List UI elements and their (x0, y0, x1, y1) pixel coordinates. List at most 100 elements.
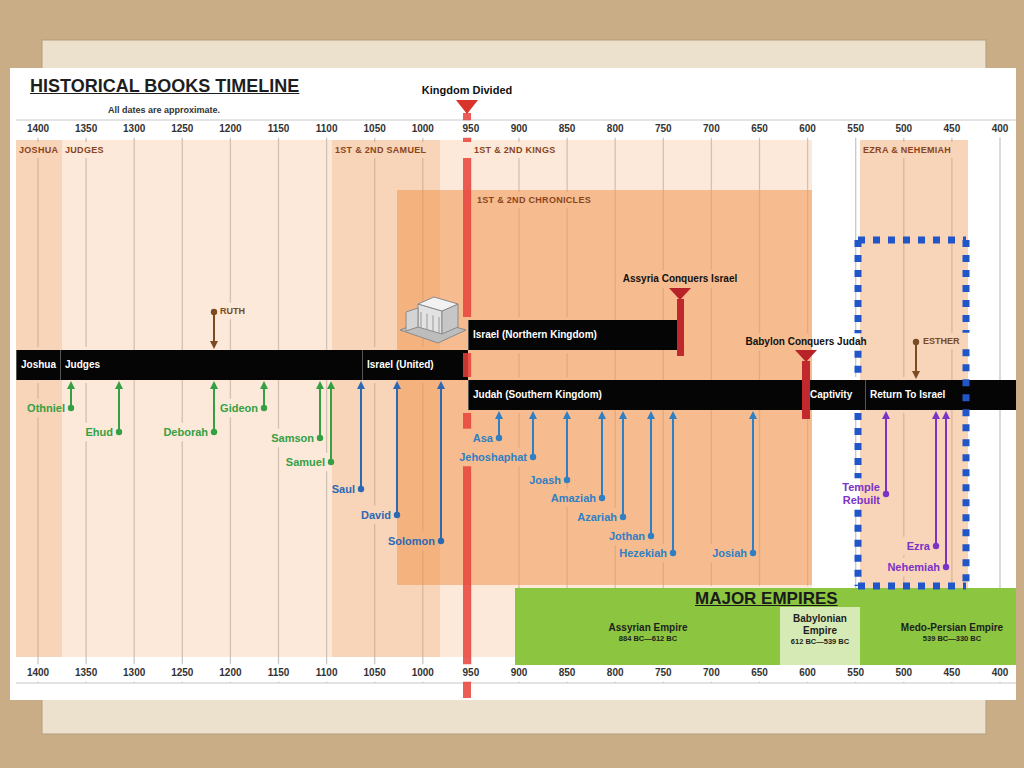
tick-label: 550 (847, 667, 864, 679)
kingdom-bar: Return To Israel (865, 380, 1016, 410)
grid-line (855, 682, 856, 683)
divide-line (463, 466, 471, 664)
tick-label: 850 (559, 667, 576, 679)
pointer-line (601, 418, 603, 496)
pointer-dot (913, 339, 919, 345)
conquest-bar (677, 299, 684, 356)
tick-label: 1300 (123, 667, 145, 679)
tick-label: 1200 (219, 667, 241, 679)
person-label: Joash (529, 474, 561, 487)
temple-column (439, 317, 440, 333)
arrow-head (393, 381, 401, 389)
pointer-line (319, 388, 321, 436)
chart-title: HISTORICAL BOOKS TIMELINE (30, 76, 299, 97)
tick-label: 850 (559, 123, 576, 135)
divide-line (463, 682, 471, 698)
band-label: 1ST & 2ND KINGS (474, 145, 556, 155)
pointer-line (945, 418, 947, 565)
pointer-dot (211, 309, 217, 315)
grid-line (182, 682, 183, 683)
pointer-dot (496, 435, 502, 441)
grid-line (518, 682, 519, 683)
grid-line (855, 351, 856, 377)
arrow-head (210, 381, 218, 389)
person-label: David (361, 509, 391, 522)
tick-label: 1150 (268, 667, 290, 679)
arrow-head (495, 411, 503, 419)
pointer-line (622, 418, 624, 515)
arrow-head (327, 381, 335, 389)
divide-line (463, 138, 471, 142)
pointer-line (360, 388, 362, 487)
person-label: Azariah (577, 511, 617, 524)
pointer-dot (750, 550, 756, 556)
tick-label: 400 (992, 123, 1009, 135)
empire-box: Medo-Persian Empire539 BC—330 BC (890, 620, 1014, 660)
band-label: JUDGES (65, 145, 104, 155)
tick-label: 450 (944, 667, 961, 679)
tick-label: 600 (799, 667, 816, 679)
pointer-dot (530, 454, 536, 460)
tick-label: 700 (703, 667, 720, 679)
tick-label: 550 (847, 123, 864, 135)
highlight-edge (858, 583, 966, 590)
kingdom-bar: Judges (60, 350, 362, 380)
bar-label: Judah (Southern Kingdom) (473, 380, 602, 410)
pointer-line (532, 418, 534, 455)
pointer-dot (933, 543, 939, 549)
temple-illustration (400, 297, 466, 343)
tick-label: 1200 (219, 123, 241, 135)
pointer-dot (943, 564, 949, 570)
pointer-line (213, 312, 215, 342)
book-marker-label: RUTH (220, 306, 245, 316)
arrow-head (437, 381, 445, 389)
person-label: Ehud (86, 426, 114, 439)
band-label: 1ST & 2ND SAMUEL (335, 145, 426, 155)
pointer-dot (599, 495, 605, 501)
highlight-edge (855, 351, 862, 377)
grid-line (85, 682, 86, 683)
divide-line (463, 353, 471, 377)
tick-label: 1250 (171, 123, 193, 135)
axis-rule (16, 683, 1016, 684)
book-band: JOSHUA (16, 140, 62, 657)
tick-label: 750 (655, 123, 672, 135)
highlight-edge (963, 240, 970, 333)
tick-label: 1050 (364, 667, 386, 679)
pointer-dot (620, 514, 626, 520)
tick-label: 1150 (268, 123, 290, 135)
bar-label: Israel (United) (367, 350, 434, 380)
pointer-dot (670, 550, 676, 556)
pointer-dot (648, 533, 654, 539)
tick-label: 800 (607, 123, 624, 135)
band-label: 1ST & 2ND CHRONICLES (477, 195, 591, 205)
pointer-line (752, 418, 754, 551)
grid-line (951, 682, 952, 683)
grid-line (759, 682, 760, 683)
person-label: Asa (473, 432, 493, 445)
grid-line (903, 682, 904, 683)
arrow-head (316, 381, 324, 389)
pointer-dot (564, 477, 570, 483)
highlight-edge (855, 510, 862, 586)
divide-line (463, 113, 471, 120)
grid-line (711, 682, 712, 683)
empire-label: 612 BC—539 BC (791, 637, 849, 646)
tick-label: 1100 (316, 123, 338, 135)
empire-label: Babylonian Empire (782, 613, 858, 637)
pointer-dot (394, 512, 400, 518)
conquest-bar (802, 361, 810, 419)
empire-label: 884 BC—612 BC (619, 634, 677, 643)
section-heading: MAJOR EMPIRES (695, 589, 838, 609)
temple-side (442, 304, 458, 334)
temple-base (400, 319, 466, 343)
tick-label: 500 (895, 123, 912, 135)
arrow-head (563, 411, 571, 419)
grid-line (999, 682, 1000, 683)
highlight-edge (855, 413, 862, 478)
person-label: Temple Rebuilt (828, 481, 880, 506)
tick-label: 700 (703, 123, 720, 135)
pointer-dot (261, 405, 267, 411)
arrow-head (529, 411, 537, 419)
tick-label: 650 (751, 123, 768, 135)
